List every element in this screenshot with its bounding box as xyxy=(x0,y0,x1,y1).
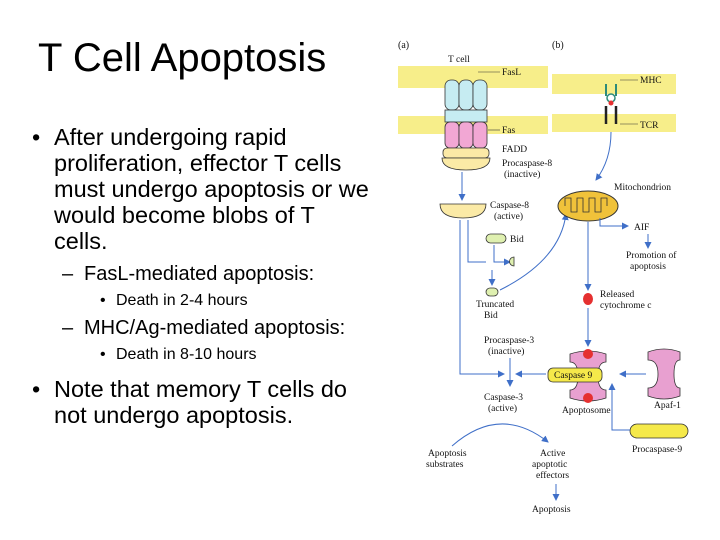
panel-b-label: (b) xyxy=(552,40,564,51)
bullet-item: • Note that memory T cells do not underg… xyxy=(32,376,372,428)
bullet-text: Death in 8-10 hours xyxy=(116,346,257,363)
caspase-9-box xyxy=(547,367,603,383)
fasl-trimer xyxy=(444,79,488,123)
mitochondrion-shape xyxy=(557,190,619,222)
cytochrome-c-shape xyxy=(583,293,593,305)
procaspase-9-label: Procaspase-9 xyxy=(632,445,682,455)
sub-sub-bullet-item: • Death in 2-4 hours xyxy=(32,290,372,312)
apc-membrane xyxy=(552,74,676,94)
apoptosome-label: Apoptosome xyxy=(562,406,611,416)
t-cell-label: T cell xyxy=(448,55,470,65)
active-effectors-label: Active xyxy=(540,449,565,459)
bullet-text: FasL-mediated apoptosis: xyxy=(84,263,315,285)
sub-bullet-item: – MHC/Ag-mediated apoptosis: xyxy=(32,316,372,340)
aif-label: AIF xyxy=(634,223,649,233)
bullet-marker: • xyxy=(100,292,106,309)
apoptosis-substrates-label-2: substrates xyxy=(426,460,464,470)
bullet-marker: • xyxy=(100,346,106,363)
mhc-label: MHC xyxy=(640,76,662,86)
fas-trimer xyxy=(444,121,488,149)
mhc-tcr-complex xyxy=(604,84,618,124)
bullet-item: • After undergoing rapid proliferation, … xyxy=(32,124,372,254)
bullet-text: After undergoing rapid proliferation, ef… xyxy=(54,124,369,254)
bullet-marker: – xyxy=(62,317,74,339)
caspase-8-label: Caspase-8 xyxy=(490,201,529,211)
bullet-marker: • xyxy=(32,376,41,402)
apaf-1-label: Apaf-1 xyxy=(654,400,681,411)
bullet-text: Note that memory T cells do not undergo … xyxy=(54,376,348,428)
panel-a-label: (a) xyxy=(398,40,409,51)
slide-title: T Cell Apoptosis xyxy=(38,36,327,80)
apaf-1-shape xyxy=(647,348,681,400)
caspase-3-state: (active) xyxy=(488,403,517,414)
bid-shape xyxy=(485,233,507,244)
caspase-3-label: Caspase-3 xyxy=(484,393,523,403)
t-cell-membrane xyxy=(552,114,676,132)
bid-label: Bid xyxy=(510,235,524,245)
procaspase-8-shape xyxy=(441,157,491,171)
tcr-label: TCR xyxy=(640,121,659,131)
truncated-bid-shape xyxy=(485,287,499,297)
active-effectors-label-3: effectors xyxy=(536,470,569,481)
bullet-marker: • xyxy=(32,124,41,150)
bullet-text: Death in 2-4 hours xyxy=(116,292,248,309)
caspase-9-label: Caspase 9 xyxy=(554,371,593,381)
fas-label: Fas xyxy=(502,126,516,136)
bullet-list: • After undergoing rapid proliferation, … xyxy=(32,124,372,428)
fasl-label: FasL xyxy=(502,68,521,78)
mitochondrion-label: Mitochondrion xyxy=(614,183,671,193)
cytochrome-label: Released xyxy=(600,290,635,300)
cell-membrane-upper xyxy=(398,66,548,88)
procaspase-3-label: Procaspase-3 xyxy=(484,336,534,346)
active-effectors-label-2: apoptotic xyxy=(532,460,567,470)
caspase-8-state: (active) xyxy=(494,211,523,222)
bid-fragment xyxy=(509,256,515,267)
procaspase-3-state: (inactive) xyxy=(488,346,524,357)
sub-sub-bullet-item: • Death in 8-10 hours xyxy=(32,344,372,366)
bullet-text: MHC/Ag-mediated apoptosis: xyxy=(84,317,346,339)
truncated-bid-label: Truncated xyxy=(476,300,514,310)
procaspase-8-state: (inactive) xyxy=(504,169,540,180)
caspase-8-shape xyxy=(439,203,487,219)
sub-bullet-item: – FasL-mediated apoptosis: xyxy=(32,262,372,286)
apoptosis-outcome-label: Apoptosis xyxy=(532,505,571,515)
truncated-bid-label-2: Bid xyxy=(484,311,498,321)
promotion-label: Promotion of xyxy=(626,250,677,261)
procaspase-9-shape xyxy=(629,423,689,439)
promotion-label-2: apoptosis xyxy=(630,262,666,272)
fadd-label: FADD xyxy=(502,145,527,155)
fadd-complex xyxy=(442,147,490,159)
bullet-marker: – xyxy=(62,263,74,285)
apoptosis-substrates-label: Apoptosis xyxy=(428,449,467,459)
procaspase-8-label: Procaspase-8 xyxy=(502,159,552,169)
cytochrome-label-2: cytochrome c xyxy=(600,301,651,311)
